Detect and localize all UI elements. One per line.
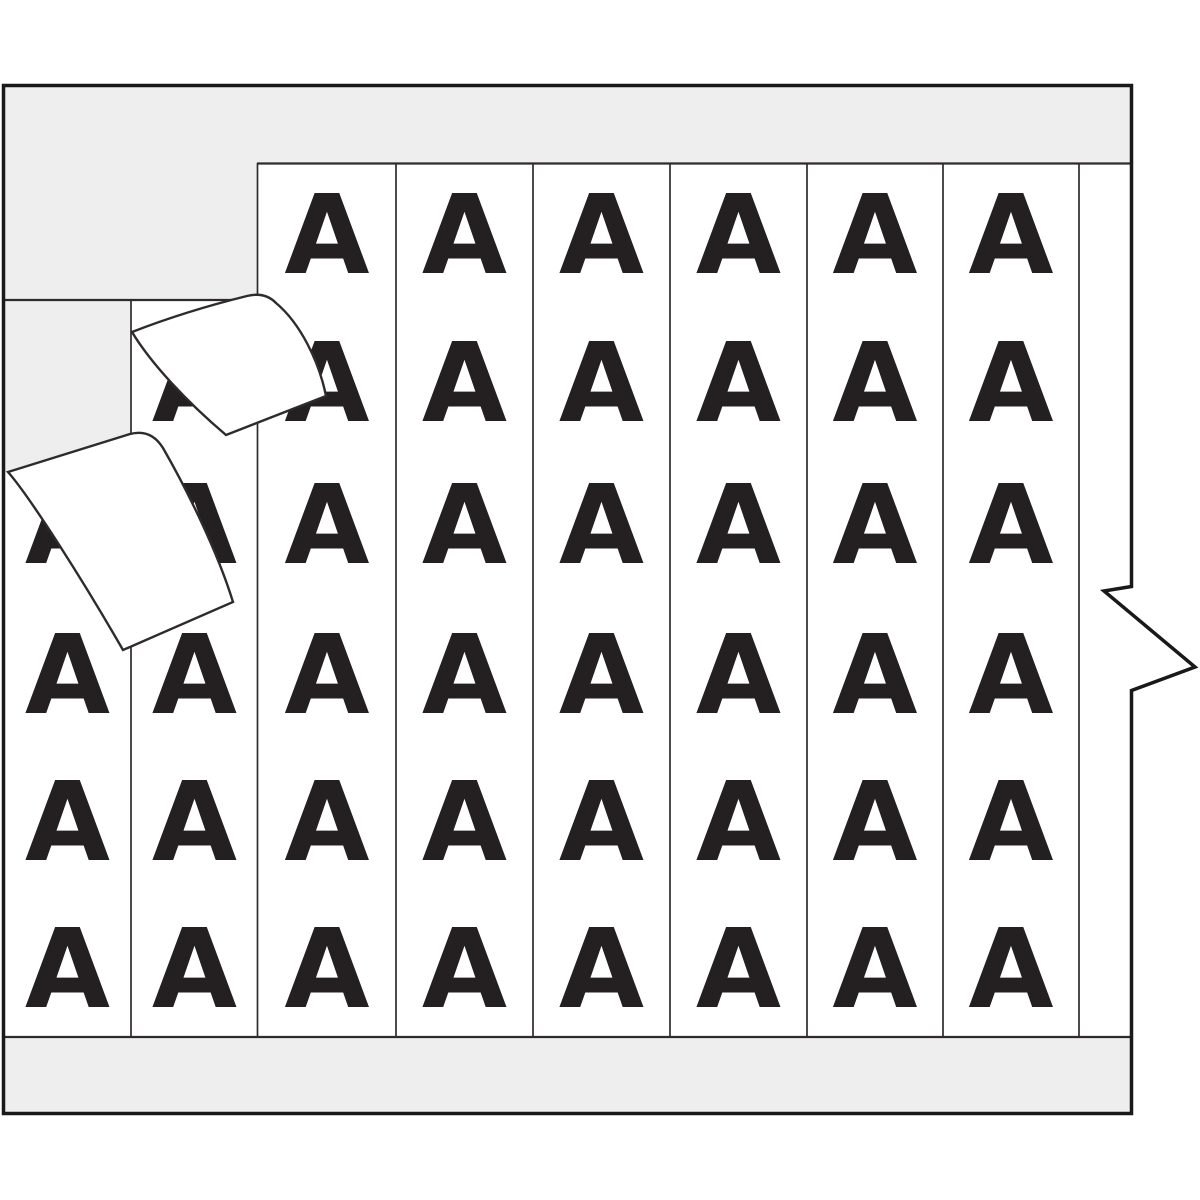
wire-marker-letter: A: [284, 461, 370, 589]
wire-marker-letter: A: [558, 611, 645, 739]
wire-marker-letter: A: [558, 319, 645, 447]
wire-marker-letter: A: [968, 171, 1054, 299]
wire-marker-letter: A: [151, 758, 238, 886]
wire-marker-letter: A: [695, 758, 782, 886]
wire-marker-letter: A: [968, 319, 1054, 447]
wire-marker-letter: A: [284, 758, 370, 886]
wire-marker-letter: A: [695, 319, 782, 447]
wire-marker-letter: A: [284, 905, 370, 1033]
peeled-label-upper: [130, 293, 328, 437]
wire-marker-letter: A: [558, 461, 645, 589]
label-strips-right-block: [257, 163, 1132, 1037]
wire-marker-letter: A: [968, 611, 1054, 739]
wire-marker-letter: A: [24, 758, 111, 886]
wire-marker-letter: A: [151, 611, 238, 739]
wire-marker-letter: A: [421, 461, 508, 589]
wire-marker-letter: A: [695, 171, 782, 299]
wire-marker-letter: A: [558, 171, 645, 299]
wire-marker-letter: A: [695, 905, 782, 1033]
wire-marker-letter: A: [832, 171, 918, 299]
wire-marker-letter: A: [695, 461, 782, 589]
wire-marker-letter: A: [24, 611, 111, 739]
wire-marker-letter: A: [968, 461, 1054, 589]
wire-marker-letter: A: [24, 905, 111, 1033]
wire-marker-letter: A: [421, 905, 508, 1033]
wire-marker-letter: A: [558, 905, 645, 1033]
wire-marker-letter: A: [421, 319, 508, 447]
wire-marker-letter: A: [421, 171, 508, 299]
peeled-label-lower: [5, 431, 235, 652]
wire-marker-letter: A: [558, 758, 645, 886]
wire-marker-letter: A: [421, 611, 508, 739]
wire-marker-letter: A: [832, 461, 918, 589]
wire-marker-letter: A: [695, 611, 782, 739]
wire-marker-letter: A: [284, 611, 370, 739]
wire-marker-letter: A: [421, 758, 508, 886]
wire-marker-letter: A: [968, 758, 1054, 886]
wire-marker-letter: A: [832, 319, 918, 447]
wire-marker-letter: A: [151, 905, 238, 1033]
card-outline-with-right-notch: [1, 83, 1199, 1116]
wire-marker-letter: A: [968, 905, 1054, 1033]
exposed-liner-column-1: [3, 299, 131, 474]
wire-marker-letter: A: [284, 171, 370, 299]
wire-marker-letter: A: [832, 758, 918, 886]
wire-marker-letter: A: [832, 905, 918, 1033]
wire-marker-letter: A: [832, 611, 918, 739]
